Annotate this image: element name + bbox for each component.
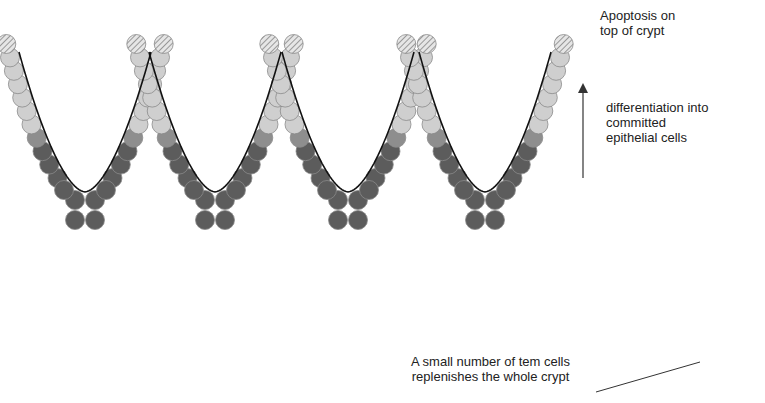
cell (154, 35, 173, 54)
cell-layer (0, 35, 573, 230)
leader-line (596, 362, 700, 392)
cell (260, 35, 279, 54)
cell (196, 211, 215, 230)
cell (466, 211, 485, 230)
annotation-label: differentiation into committed epithelia… (606, 100, 710, 145)
cell (55, 181, 74, 200)
cell (284, 35, 303, 54)
cell (0, 35, 16, 54)
cell (486, 211, 505, 230)
differentiation-arrow (582, 88, 583, 178)
annotation-label: A small number of tem cells replenishes … (388, 354, 593, 384)
cell (185, 181, 204, 200)
annotation-label: Apoptosis on top of crypt (600, 8, 696, 38)
cell (554, 35, 573, 54)
cell (318, 181, 337, 200)
crypt-wall-line (19, 52, 151, 192)
cell (360, 181, 379, 200)
cell (216, 211, 235, 230)
cell (127, 35, 146, 54)
cell (417, 35, 436, 54)
cell (455, 181, 474, 200)
cell (497, 181, 516, 200)
crypt-wall-line (282, 52, 414, 192)
cell (349, 211, 368, 230)
cell (227, 181, 246, 200)
cell (329, 211, 348, 230)
crypt-wall-line (419, 52, 551, 192)
crypt-wall-line (149, 52, 281, 192)
cell (397, 35, 416, 54)
cell (97, 181, 116, 200)
crypt-wall (19, 52, 551, 192)
cell (66, 211, 85, 230)
cell (86, 211, 105, 230)
